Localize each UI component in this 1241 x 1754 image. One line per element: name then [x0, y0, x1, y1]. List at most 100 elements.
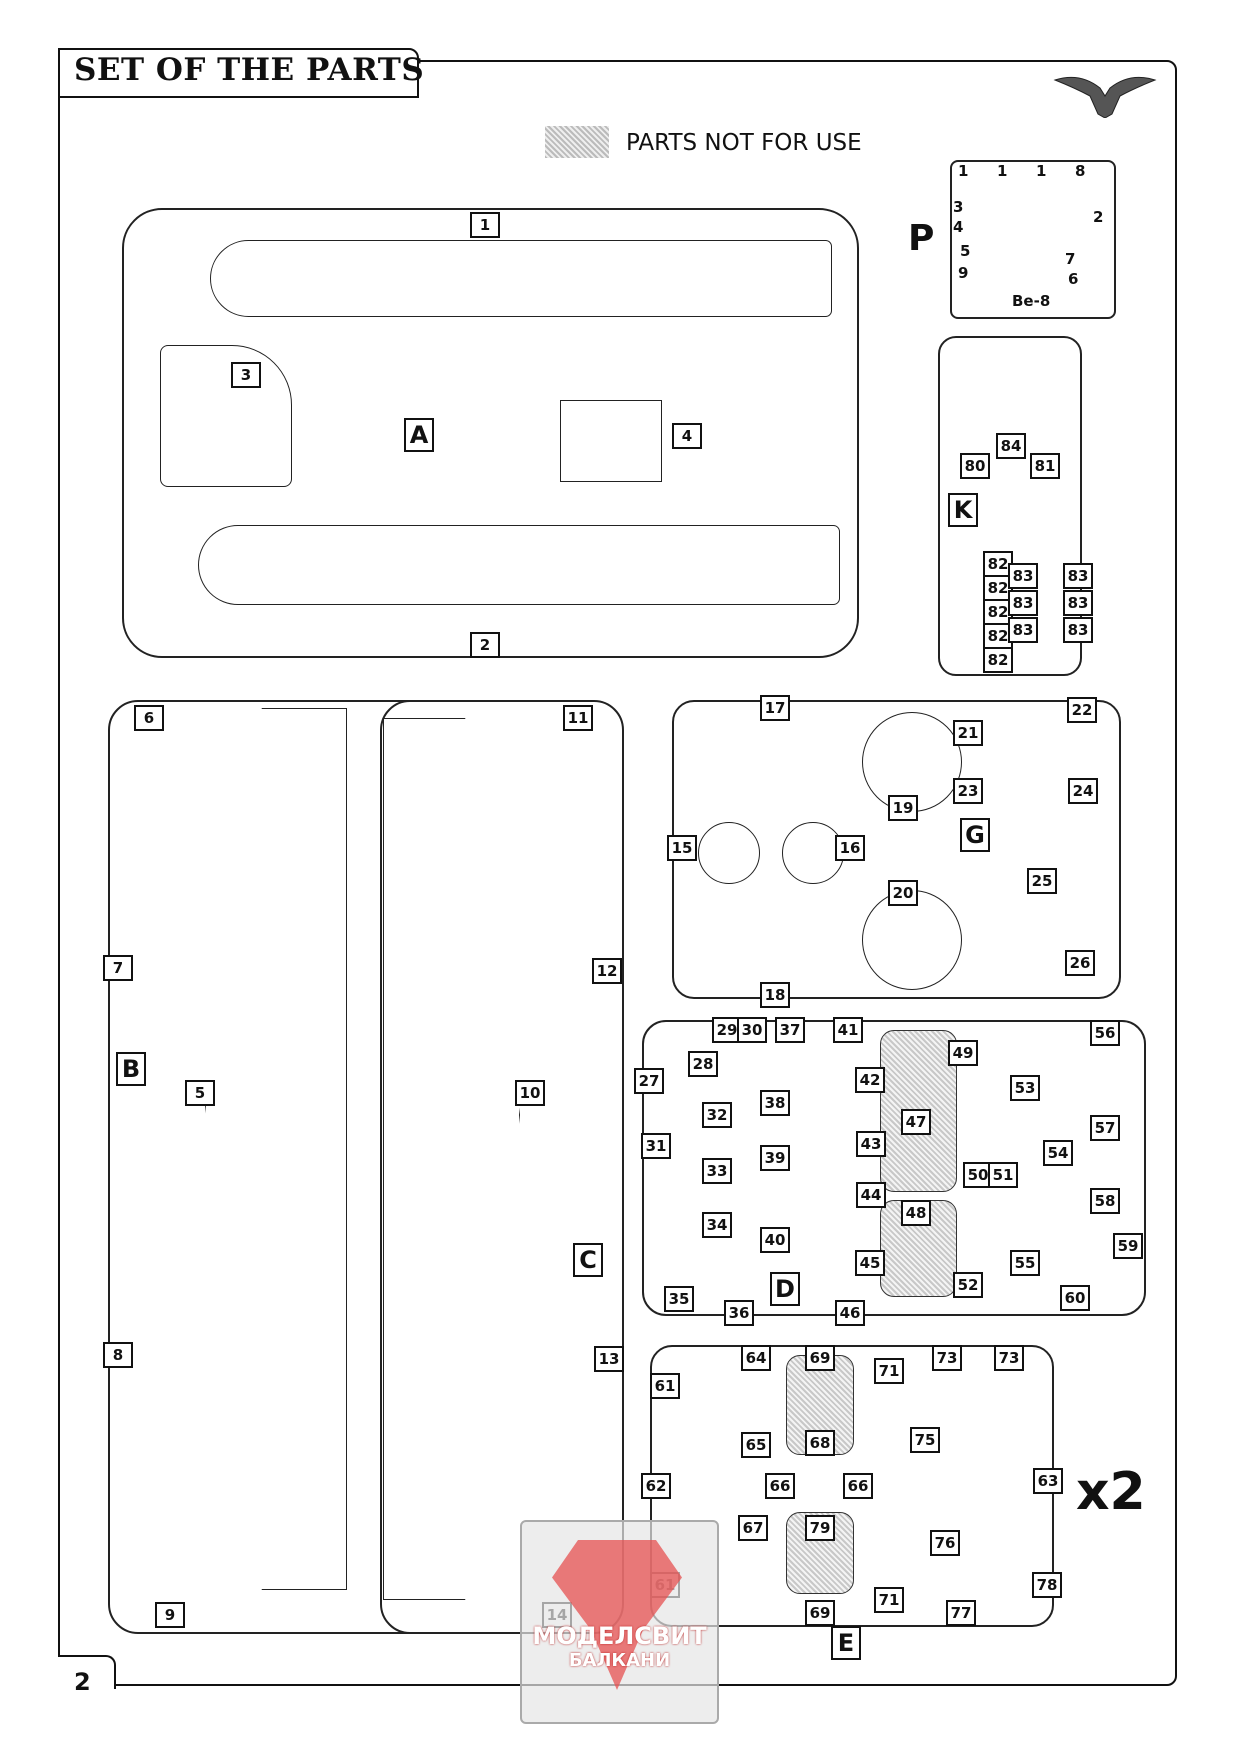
sprue-c	[380, 700, 624, 1634]
part-label: 37	[775, 1017, 805, 1043]
part-label: 21	[953, 720, 983, 746]
part-label: 79	[805, 1515, 835, 1541]
part-label: 66	[765, 1473, 795, 1499]
pe-number: 8	[1075, 162, 1086, 180]
part-label: 47	[901, 1109, 931, 1135]
part-label: 73	[932, 1345, 962, 1371]
not-for-use-area	[880, 1030, 957, 1192]
part-label: 30	[737, 1017, 767, 1043]
part-label: 44	[856, 1182, 886, 1208]
pe-number: 4	[953, 218, 964, 236]
part-label: 7	[103, 955, 133, 981]
part-label: 61	[650, 1373, 680, 1399]
sprue-letter-d: D	[770, 1272, 800, 1306]
part-label: 39	[760, 1145, 790, 1171]
part-label: 6	[134, 705, 164, 731]
pe-number: 7	[1065, 250, 1076, 268]
part-label: 80	[960, 453, 990, 479]
part-label: 53	[1010, 1075, 1040, 1101]
part-label: 24	[1068, 778, 1098, 804]
part-label: 58	[1090, 1188, 1120, 1214]
part-label: 38	[760, 1090, 790, 1116]
sprue-letter-a: A	[404, 418, 434, 452]
watermark-line2: БАЛКАНИ	[568, 1650, 671, 1671]
part-label: 77	[946, 1600, 976, 1626]
owl-logo-icon	[1053, 76, 1157, 118]
part-label: 83	[1008, 617, 1038, 643]
part-label: 35	[664, 1286, 694, 1312]
part-label: 83	[1008, 563, 1038, 589]
part-label: 64	[741, 1345, 771, 1371]
part-label: 23	[953, 778, 983, 804]
part-label: 67	[738, 1515, 768, 1541]
part-label: 84	[996, 433, 1026, 459]
sprue-letter-b: B	[116, 1052, 146, 1086]
part-label: 45	[855, 1250, 885, 1276]
pe-number: 1	[958, 162, 969, 180]
part-label: 83	[1008, 590, 1038, 616]
part-label: 82	[983, 647, 1013, 673]
not-for-use-swatch	[545, 126, 609, 158]
part-label: 32	[702, 1102, 732, 1128]
part-label: 36	[724, 1300, 754, 1326]
part-label: 16	[835, 835, 865, 861]
pe-number: 5	[960, 242, 971, 260]
part-label: 12	[592, 958, 622, 984]
part-label: 55	[1010, 1250, 1040, 1276]
pe-number: 9	[958, 264, 969, 282]
part-label: 13	[594, 1346, 624, 1372]
part-label: 11	[563, 705, 593, 731]
part-label: 1	[470, 212, 500, 238]
wheel-15	[698, 822, 760, 884]
part-label: 69	[805, 1345, 835, 1371]
sprue-letter-p: P	[908, 218, 935, 259]
hull-bottom-part-4	[560, 400, 662, 482]
part-label: 41	[833, 1017, 863, 1043]
legend-label: PARTS NOT FOR USE	[626, 130, 862, 156]
part-label: 49	[948, 1040, 978, 1066]
fuselage-half-upper	[210, 240, 832, 317]
pe-number: 3	[953, 198, 964, 216]
part-label: 42	[855, 1067, 885, 1093]
page-number: 2	[74, 1668, 91, 1696]
part-label: 76	[930, 1530, 960, 1556]
part-label: 27	[634, 1068, 664, 1094]
part-label: 15	[667, 835, 697, 861]
part-label: 83	[1063, 563, 1093, 589]
part-label: 2	[470, 632, 500, 658]
watermark-line1: МОДЕЛСВИТ	[532, 1622, 707, 1650]
pe-fret-p	[950, 160, 1116, 319]
part-label: 66	[843, 1473, 873, 1499]
part-label: 4	[672, 423, 702, 449]
title-tab	[58, 48, 419, 98]
part-label: 69	[805, 1600, 835, 1626]
part-label: 71	[874, 1587, 904, 1613]
pe-number: 1	[1036, 162, 1047, 180]
part-label: 60	[1060, 1285, 1090, 1311]
part-label: 54	[1043, 1140, 1073, 1166]
part-label: 25	[1027, 868, 1057, 894]
fuselage-half-lower	[198, 525, 840, 605]
part-label: 57	[1090, 1115, 1120, 1141]
watermark-stamp: МОДЕЛСВИТ БАЛКАНИ	[520, 1520, 719, 1724]
part-label: 10	[515, 1080, 545, 1106]
part-label: 33	[702, 1158, 732, 1184]
part-label: 48	[901, 1200, 931, 1226]
pe-number: 2	[1093, 208, 1104, 226]
part-label: 40	[760, 1227, 790, 1253]
part-label: 52	[953, 1272, 983, 1298]
part-label: 78	[1032, 1572, 1062, 1598]
pe-number: 1	[997, 162, 1008, 180]
part-label: 46	[835, 1300, 865, 1326]
quantity-multiplier: x2	[1076, 1462, 1146, 1522]
part-label: 18	[760, 982, 790, 1008]
part-label: 20	[888, 880, 918, 906]
part-label: 34	[702, 1212, 732, 1238]
page-title: SET OF THE PARTS	[74, 52, 425, 88]
part-label: 8	[103, 1342, 133, 1368]
part-label: 51	[988, 1162, 1018, 1188]
sprue-letter-e: E	[831, 1626, 861, 1660]
part-label: 68	[805, 1430, 835, 1456]
part-label: 28	[688, 1051, 718, 1077]
part-label: 17	[760, 695, 790, 721]
